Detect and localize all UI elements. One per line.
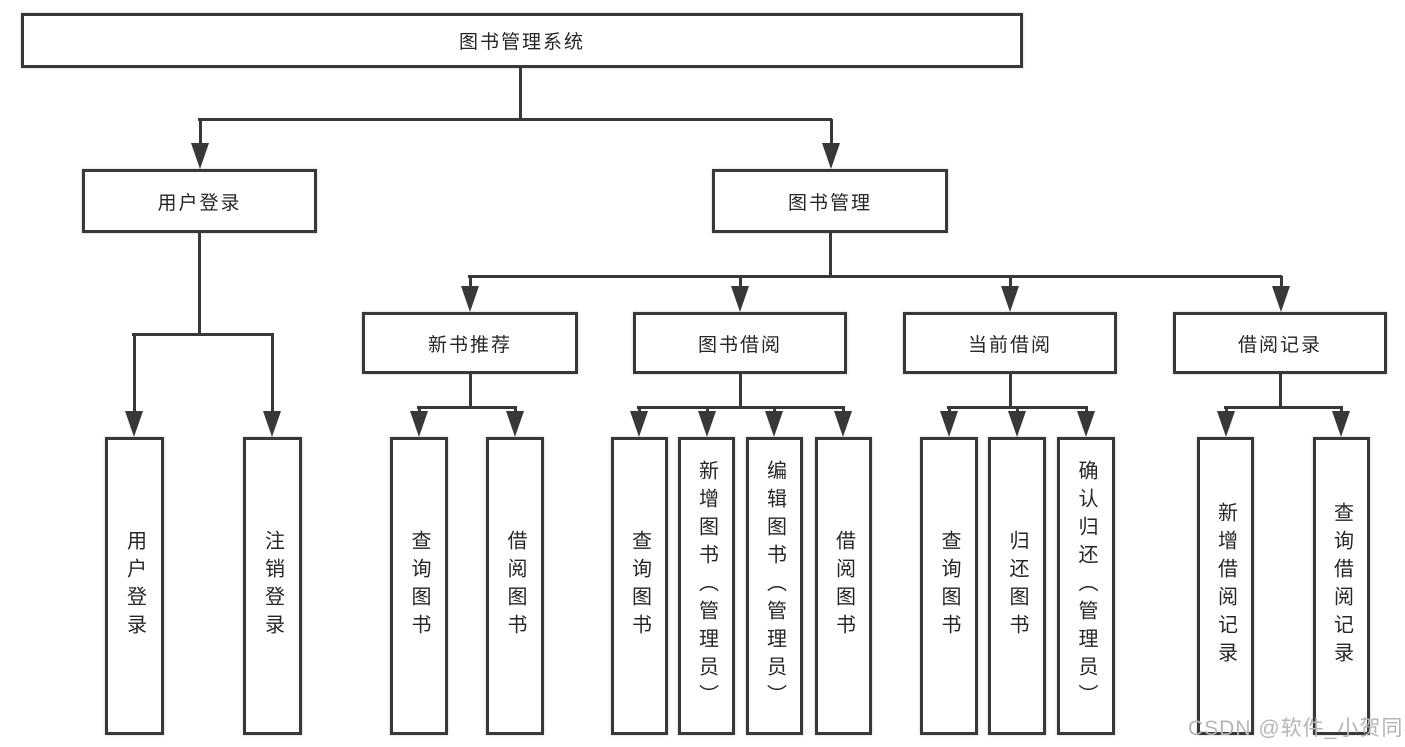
node-leaf-record-query-label: 查询借阅记录: [1330, 502, 1353, 670]
arrowhead-icon: [191, 143, 209, 169]
watermark: CSDN @软件_小贺同学: [1188, 717, 1405, 740]
node-leaf-borrow-query: 查询图书: [611, 437, 668, 735]
node-leaf-current-return-label: 归还图书: [1006, 530, 1028, 642]
node-leaf-newbook-borrow-label: 借阅图书: [504, 530, 526, 642]
node-leaf-borrow-borrow-label: 借阅图书: [832, 530, 855, 642]
connector-line: [739, 373, 742, 409]
node-leaf-current-query-label: 查询图书: [938, 530, 960, 642]
node-user-login: 用户登录: [82, 169, 317, 233]
connector-line: [637, 406, 845, 409]
connector-line: [1279, 373, 1282, 409]
node-book-manage: 图书管理: [712, 169, 948, 233]
connector-line: [198, 118, 832, 121]
arrowhead-icon: [630, 411, 648, 437]
node-new-book-recommend-label: 新书推荐: [427, 334, 512, 356]
node-borrow-record-label: 借阅记录: [1237, 334, 1322, 356]
connector-line: [469, 276, 472, 292]
node-leaf-borrow-edit-label: 编辑图书（管理员）: [763, 460, 786, 712]
node-leaf-record-add: 新增借阅记录: [1197, 437, 1254, 735]
node-book-borrow-label: 图书借阅: [697, 334, 782, 356]
node-leaf-current-confirm-label: 确认归还（管理员）: [1075, 460, 1097, 712]
arrowhead-icon: [698, 411, 716, 437]
arrowhead-icon: [461, 286, 479, 312]
arrowhead-icon: [1077, 411, 1095, 437]
node-leaf-current-confirm: 确认归还（管理员）: [1057, 437, 1115, 735]
connector-line: [469, 373, 472, 409]
node-root-label: 图书管理系统: [458, 32, 585, 53]
connector-line: [271, 334, 274, 417]
arrowhead-icon: [834, 411, 852, 437]
node-leaf-logout: 注销登录: [243, 437, 302, 735]
node-leaf-user-login-label: 用户登录: [123, 530, 146, 642]
arrowhead-icon: [1008, 411, 1026, 437]
connector-line: [132, 333, 274, 336]
connector-line: [468, 275, 1282, 278]
node-user-login-label: 用户登录: [157, 192, 242, 214]
connector-line: [519, 67, 522, 120]
connector-line: [198, 232, 201, 336]
node-leaf-record-add-label: 新增借阅记录: [1214, 502, 1237, 670]
node-new-book-recommend: 新书推荐: [362, 312, 578, 374]
arrowhead-icon: [1332, 411, 1350, 437]
node-leaf-borrow-add-label: 新增图书（管理员）: [695, 460, 718, 712]
node-leaf-borrow-edit: 编辑图书（管理员）: [746, 437, 803, 735]
node-leaf-current-query: 查询图书: [920, 437, 978, 735]
node-leaf-current-return: 归还图书: [988, 437, 1046, 735]
connector-line: [1009, 276, 1012, 292]
arrowhead-icon: [1272, 286, 1290, 312]
node-current-borrow: 当前借阅: [903, 312, 1117, 374]
node-leaf-borrow-borrow: 借阅图书: [815, 437, 872, 735]
arrowhead-icon: [125, 411, 143, 437]
arrowhead-icon: [410, 411, 428, 437]
node-book-borrow: 图书借阅: [633, 312, 847, 374]
connector-line: [133, 334, 136, 417]
node-leaf-newbook-query-label: 查询图书: [408, 530, 430, 642]
node-leaf-borrow-add: 新增图书（管理员）: [678, 437, 735, 735]
connector-line: [1009, 373, 1012, 409]
node-borrow-record: 借阅记录: [1173, 312, 1387, 374]
node-current-borrow-label: 当前借阅: [967, 334, 1052, 356]
connector-line: [1224, 406, 1343, 409]
node-leaf-borrow-query-label: 查询图书: [628, 530, 651, 642]
arrowhead-icon: [506, 411, 524, 437]
node-leaf-logout-label: 注销登录: [261, 530, 284, 642]
arrowhead-icon: [765, 411, 783, 437]
node-root: 图书管理系统: [21, 13, 1023, 68]
connector-line: [417, 406, 517, 409]
node-leaf-newbook-query: 查询图书: [390, 437, 448, 735]
node-leaf-newbook-borrow: 借阅图书: [486, 437, 544, 735]
connector-line: [829, 233, 832, 278]
arrowhead-icon: [940, 411, 958, 437]
arrowhead-icon: [1217, 411, 1235, 437]
arrowhead-icon: [1001, 286, 1019, 312]
connector-line: [1280, 276, 1283, 292]
arrowhead-icon: [263, 411, 281, 437]
connector-line: [199, 119, 202, 149]
node-leaf-record-query: 查询借阅记录: [1313, 437, 1370, 735]
arrowhead-icon: [822, 143, 840, 169]
node-book-manage-label: 图书管理: [787, 192, 872, 214]
connector-line: [830, 119, 833, 149]
arrowhead-icon: [731, 286, 749, 312]
node-leaf-user-login: 用户登录: [105, 437, 164, 735]
connector-line: [739, 276, 742, 292]
